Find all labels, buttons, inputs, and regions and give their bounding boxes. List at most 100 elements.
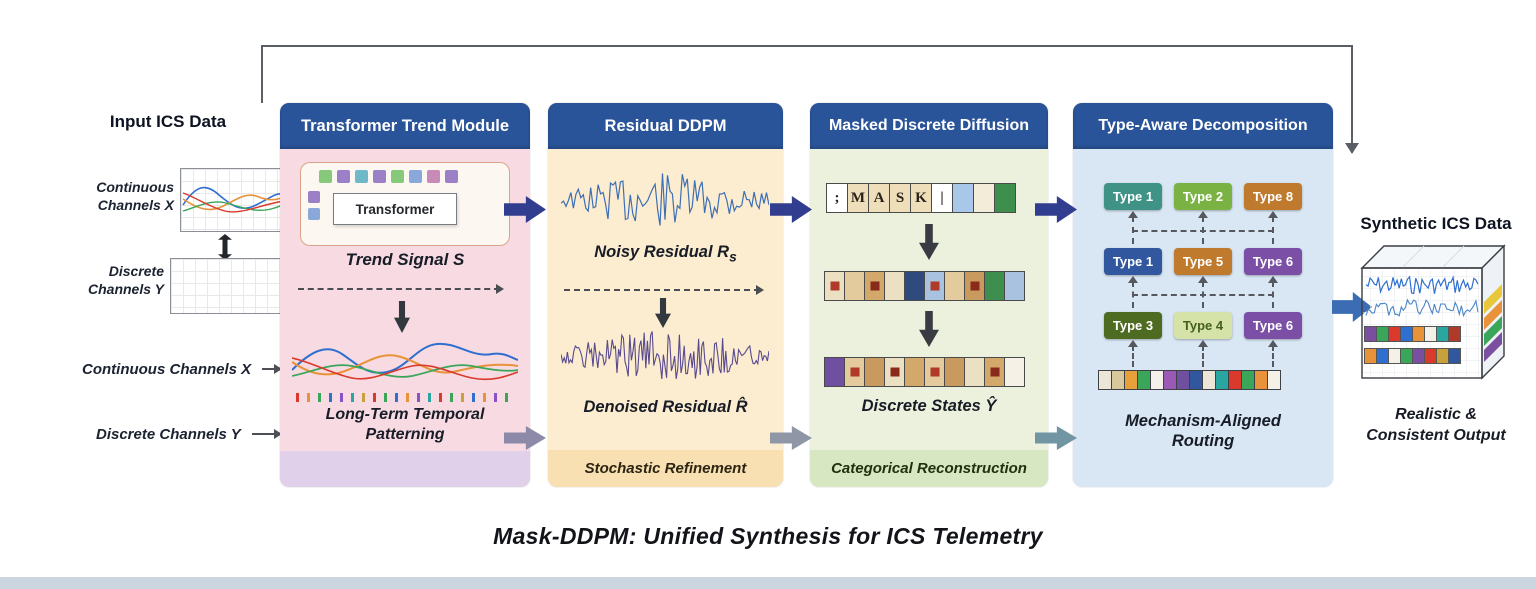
cube-cell-row-2 (1364, 348, 1461, 364)
long-term-caption-line2: Patterning (365, 426, 445, 443)
input-title: Input ICS Data (109, 112, 227, 131)
up-arrowhead-icon (1198, 211, 1208, 218)
continuous-channels-label: Continuous Channels X (68, 178, 174, 214)
up-arrowhead-icon (1128, 276, 1138, 283)
module1-down-arrow-icon (394, 301, 410, 333)
discrete-input-line (252, 433, 276, 435)
transformer-token-column (308, 191, 320, 225)
noisy-residual-wave (561, 173, 769, 226)
trend-chart-ticks (296, 393, 516, 402)
discrete-states-caption: Discrete States Ŷ (861, 397, 997, 415)
module3-footer: Categorical Reconstruction (810, 450, 1048, 487)
synthetic-data-cube (1360, 244, 1506, 380)
continuous-label-line2: Channels X (97, 197, 174, 213)
type-connector (1132, 345, 1134, 367)
output-caption: Realistic & Consistent Output (1348, 404, 1524, 446)
module-residual-ddpm: Residual DDPM Noisy Residual Rs Denoised… (548, 103, 783, 487)
output-caption-line2: Consistent Output (1366, 427, 1506, 444)
discrete-input-arrow-label: Discrete Channels Y (96, 426, 241, 443)
type-badge: Type 1 (1104, 183, 1162, 210)
module2-footer: Stochastic Refinement (548, 450, 783, 487)
type-badge: Type 1 (1104, 248, 1162, 275)
module3-down-arrow-1-icon (919, 224, 939, 260)
continuous-input-line (262, 368, 276, 370)
trend-chart (292, 342, 518, 381)
up-arrowhead-icon (1268, 276, 1278, 283)
continuous-thumb-chart (182, 186, 285, 213)
transformer-box: Transformer (300, 162, 510, 246)
cube-side-cell (1484, 316, 1502, 346)
cube-top-face (1360, 245, 1506, 269)
discrete-channels-thumbnail (170, 258, 292, 314)
trend-signal-caption: Trend Signal S (345, 250, 465, 269)
type-connector (1202, 345, 1204, 367)
mechanism-caption-line2: Routing (1171, 432, 1235, 450)
module1-bottom-strip (280, 451, 530, 487)
type-badge: Type 6 (1244, 248, 1302, 275)
type-connector (1132, 294, 1274, 296)
type-badge-row-3: Type 3 Type 4 Type 6 (1073, 312, 1333, 339)
cube-cell-row-1 (1364, 326, 1461, 342)
module1-header: Transformer Trend Module (280, 103, 530, 149)
up-arrowhead-icon (1198, 276, 1208, 283)
noisy-residual-caption: Noisy Residual Rs (548, 242, 783, 267)
type-badge-row-2: Type 1 Type 5 Type 6 (1073, 248, 1333, 275)
module-type-aware-decomposition: Type-Aware Decomposition Type 1 Type 2 T… (1073, 103, 1333, 487)
module3-header: Masked Discrete Diffusion (810, 103, 1048, 149)
type-connector (1272, 345, 1274, 367)
up-arrowhead-icon (1268, 340, 1278, 347)
bottom-bar (0, 577, 1536, 589)
discrete-label-line2: Channels Y (88, 281, 164, 297)
continuous-channels-thumbnail (180, 168, 286, 232)
module4-header: Type-Aware Decomposition (1073, 103, 1333, 149)
module2-header: Residual DDPM (548, 103, 783, 149)
feedback-arrowhead-icon (1345, 143, 1359, 154)
feedback-line-right (1351, 45, 1353, 143)
type-badge: Type 3 (1104, 312, 1162, 339)
mechanism-caption-line1: Mechanism-Aligned (1125, 412, 1281, 430)
continuous-input-arrow-label: Continuous Channels X (82, 361, 252, 378)
mechanism-caption: Mechanism-Aligned Routing (1073, 411, 1333, 451)
noisy-residual-subscript: s (729, 249, 737, 265)
module-transformer-trend: Transformer Trend Module Transformer Tre… (280, 103, 530, 487)
type-badge: Type 4 (1174, 312, 1232, 339)
output-title: Synthetic ICS Data (1360, 214, 1512, 233)
discrete-label-line1: Discrete (108, 263, 164, 279)
type-badge: Type 8 (1244, 183, 1302, 210)
type-badge-row-1: Type 1 Type 2 Type 8 (1073, 183, 1333, 210)
discrete-input-arrowhead-icon (274, 429, 282, 439)
diffusion-state-row-2 (824, 357, 1025, 387)
output-caption-line1: Realistic & (1395, 406, 1477, 423)
denoised-residual-caption: Denoised Residual R̂ (583, 398, 748, 416)
routing-strip (1098, 370, 1281, 390)
diffusion-state-row-1 (824, 271, 1025, 301)
module3-down-arrow-2-icon (919, 311, 939, 347)
up-arrowhead-icon (1128, 340, 1138, 347)
feedback-line-left (261, 45, 263, 103)
transformer-token-row (319, 170, 463, 183)
type-badge: Type 2 (1174, 183, 1232, 210)
type-badge: Type 5 (1174, 248, 1232, 275)
up-arrowhead-icon (1268, 211, 1278, 218)
continuous-label-line1: Continuous (96, 179, 174, 195)
long-term-caption-line1: Long-Term Temporal (325, 406, 485, 423)
long-term-caption: Long-Term Temporal Patterning (280, 405, 530, 445)
continuous-input-arrowhead-icon (274, 364, 282, 374)
feedback-line-top (261, 45, 1353, 47)
denoised-residual-wave (561, 331, 769, 380)
cube-side-cell (1484, 284, 1502, 314)
cube-side-cell (1484, 332, 1502, 362)
up-arrowhead-icon (1128, 211, 1138, 218)
discrete-channels-label: Discrete Channels Y (58, 262, 164, 298)
type-connector (1132, 230, 1274, 232)
diagram-title: Mask-DDPM: Unified Synthesis for ICS Tel… (493, 523, 1043, 549)
cube-side-cell (1484, 300, 1502, 330)
up-arrowhead-icon (1198, 340, 1208, 347)
trend-dashed-arrow (298, 284, 504, 294)
transformer-label: Transformer (333, 193, 457, 225)
residual-dashed-arrow (564, 285, 764, 295)
type-badge: Type 6 (1244, 312, 1302, 339)
